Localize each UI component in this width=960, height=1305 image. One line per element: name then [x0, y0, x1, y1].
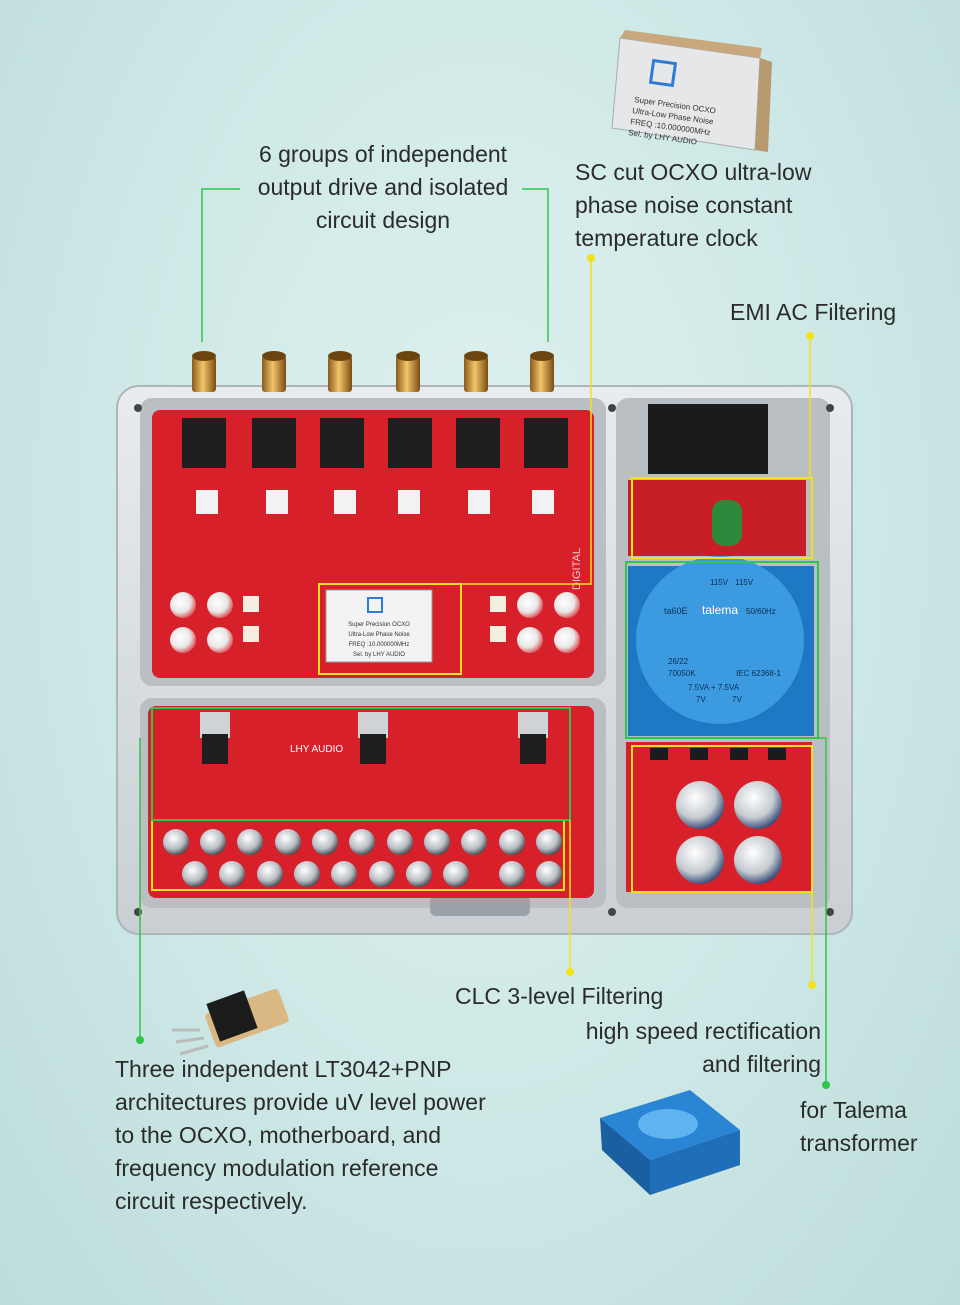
- callout-emi-filter: EMI AC Filtering: [730, 299, 897, 325]
- transformer-freq: 50/60Hz: [746, 607, 776, 616]
- callout-clc-filter: CLC 3-level Filtering: [455, 983, 664, 1009]
- board-ocxo-line4: Sel. by LHY AUDIO: [353, 652, 405, 658]
- emi-module: [628, 404, 806, 556]
- capacitor-bank: [163, 829, 562, 887]
- transformer-sec: 7.5VA + 7.5VA: [688, 683, 740, 692]
- rca-connector: [530, 351, 554, 392]
- transformer-model: ta60E: [664, 606, 688, 616]
- ocxo-photo: Super Precision OCXO Ultra-Low Phase Noi…: [611, 30, 772, 152]
- talema-transformer: 115V 115V ta60E talema 50/60Hz 26/22 700…: [628, 556, 814, 736]
- ldo-regulator-photo: [172, 988, 289, 1056]
- callout-talema: for Talema transformer: [800, 1097, 918, 1156]
- board-ocxo-line3: FREQ :10.000000MHz: [349, 642, 410, 648]
- transformer-sec-v1: 7V: [696, 695, 706, 704]
- rca-connector: [328, 351, 352, 392]
- output-connectors: [192, 351, 554, 392]
- transformer-sec-v2: 7V: [732, 695, 742, 704]
- talema-transformer-photo: [600, 1090, 740, 1195]
- transformer-iec: IEC 62368-1: [736, 669, 781, 678]
- board-ocxo-line2: Ultra-Low Phase Noise: [348, 632, 410, 638]
- callout-ldo-power: Three independent LT3042+PNP architectur…: [115, 1056, 486, 1214]
- board-digital-mark: DIGITAL: [571, 548, 583, 590]
- rca-connector: [464, 351, 488, 392]
- transformer-v1: 115V: [710, 578, 729, 587]
- transformer-lot: 26/22: [668, 657, 689, 666]
- callout-ocxo-clock: SC cut OCXO ultra-low phase noise consta…: [575, 159, 812, 251]
- rca-connector: [192, 351, 216, 392]
- leader-dots: [136, 254, 830, 1089]
- board-brand-mark: LHY AUDIO: [290, 744, 343, 755]
- callout-output-drive: 6 groups of independent output drive and…: [257, 141, 509, 233]
- callout-rectification: high speed rectification and filtering: [585, 1018, 821, 1077]
- board-ocxo-line1: Super Precision OCXO: [348, 622, 410, 628]
- transformer-brand: talema: [702, 603, 738, 617]
- rca-connector: [396, 351, 420, 392]
- green-highlights: [151, 561, 819, 821]
- transformer-part: 70050K: [668, 669, 696, 678]
- leader-lines: [139, 188, 827, 1084]
- rca-connector: [262, 351, 286, 392]
- rectifier-board: [626, 742, 812, 892]
- power-board: LHY AUDIO: [148, 706, 594, 898]
- output-board: DIGITAL Super Precision OCXO Ultra-Low P…: [152, 410, 594, 678]
- transformer-v2: 115V: [735, 578, 754, 587]
